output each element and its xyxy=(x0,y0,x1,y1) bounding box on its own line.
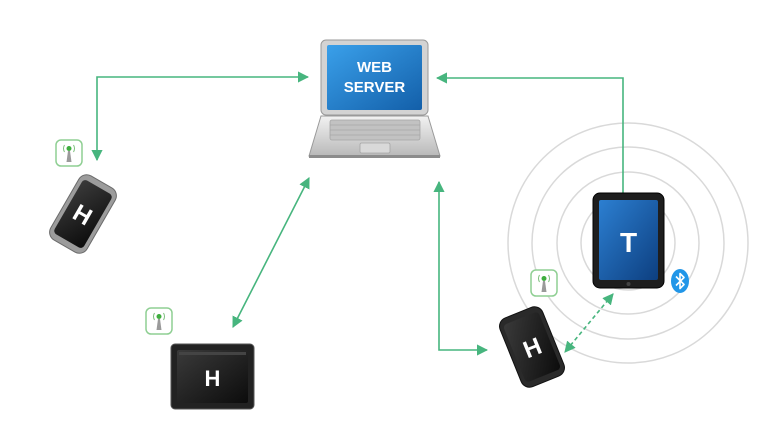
bluetooth-icon xyxy=(671,269,689,293)
connectors xyxy=(91,71,624,356)
tablet-t: T xyxy=(592,192,665,289)
wifi-badge-right xyxy=(530,269,558,297)
phone-right: H xyxy=(499,306,565,388)
wifi-badge-bottom xyxy=(145,307,173,335)
server-label-line1: WEB xyxy=(357,59,392,76)
range-ring-2 xyxy=(556,171,700,315)
range-ring-outer xyxy=(507,122,749,364)
connector-server-tablet-bottom xyxy=(232,177,310,328)
laptop-front-edge xyxy=(309,155,440,158)
wifi-antenna-icon xyxy=(538,274,550,292)
wifi-antenna-icon xyxy=(63,144,75,162)
web-server-laptop: WEB SERVER xyxy=(308,39,441,158)
tablet-t-label: T xyxy=(620,227,637,258)
laptop-trackpad xyxy=(359,142,391,154)
tablet-bottom: H xyxy=(170,343,255,410)
connector-tablet-t-server xyxy=(435,72,624,193)
phone-left: H xyxy=(49,174,117,254)
wifi-badge-left xyxy=(55,139,83,167)
range-rings xyxy=(507,122,749,364)
connector-server-phone-left xyxy=(91,71,310,162)
wifi-antenna-icon xyxy=(153,312,165,330)
keyboard-keys xyxy=(330,124,420,136)
tablet-bottom-label: H xyxy=(205,366,221,391)
laptop-screen xyxy=(327,45,422,110)
tablet-bottom-statusbar xyxy=(179,352,246,355)
server-label-line2: SERVER xyxy=(344,79,406,96)
tablet-t-home-button xyxy=(626,282,631,286)
connector-bluetooth-dashed xyxy=(564,293,614,353)
connector-server-phone-right xyxy=(433,180,489,356)
range-ring-3 xyxy=(531,146,725,340)
